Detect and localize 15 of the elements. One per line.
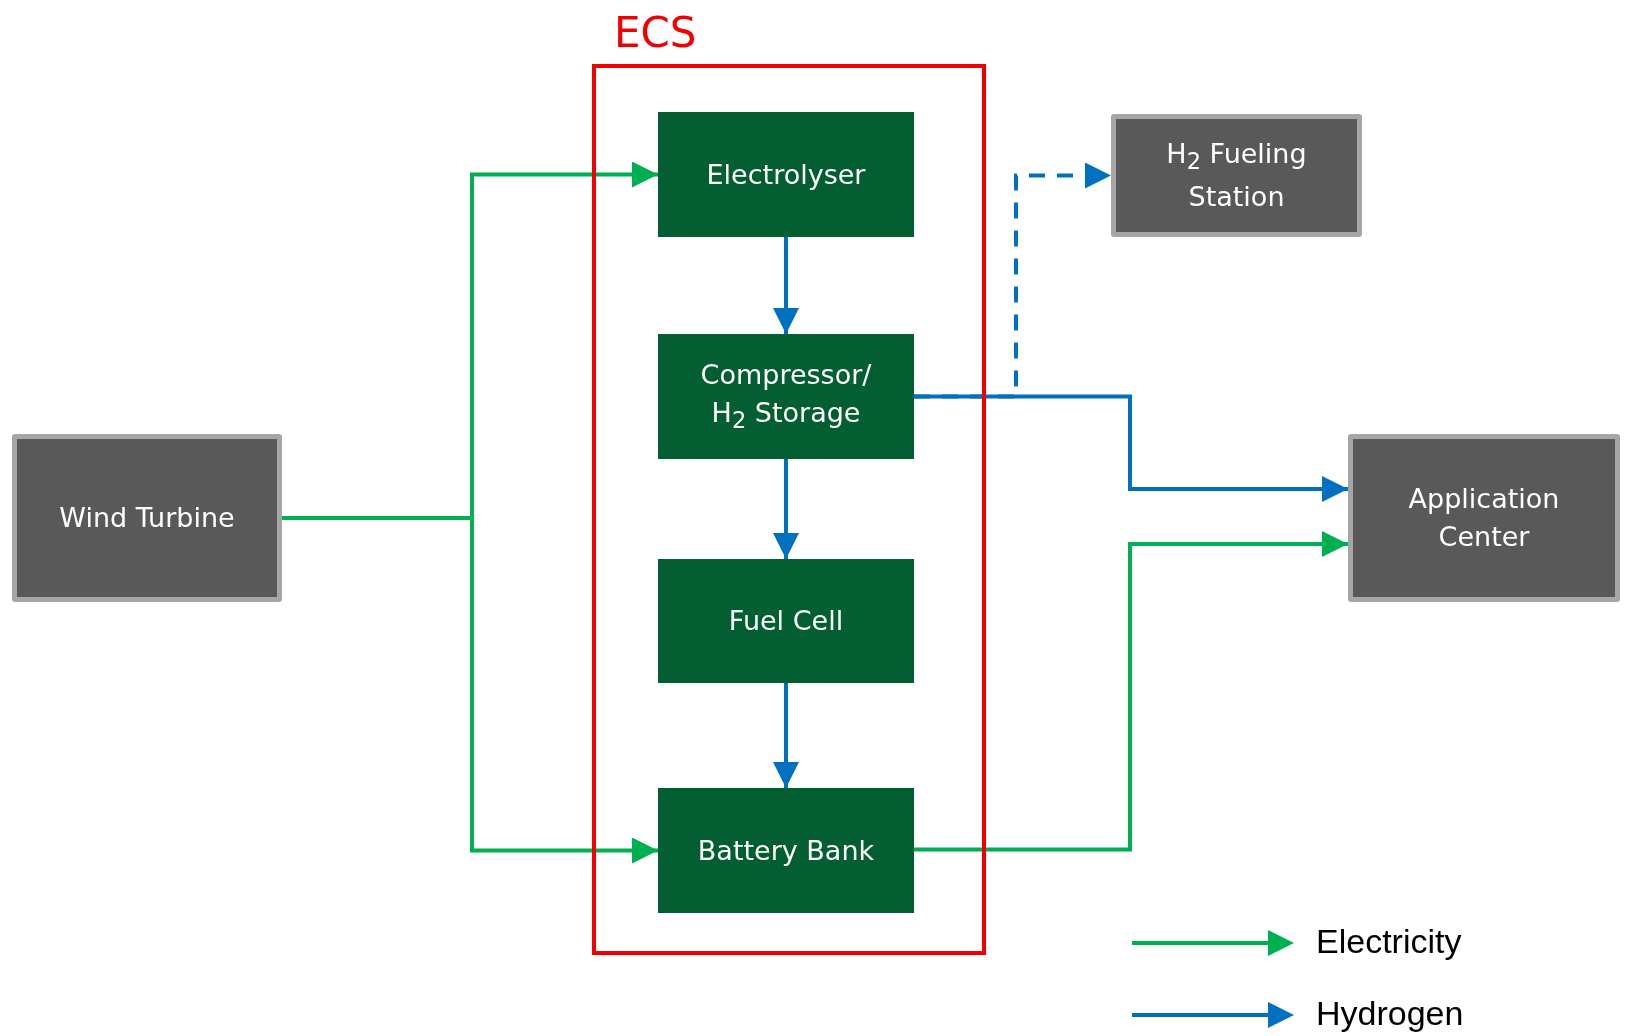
arrow bbox=[914, 394, 1348, 502]
component-box: Electrolyser bbox=[658, 112, 914, 237]
external-box: Wind Turbine bbox=[12, 434, 282, 602]
arrow bbox=[773, 459, 799, 559]
arrow bbox=[914, 531, 1348, 852]
component-box: Battery Bank bbox=[658, 788, 914, 913]
legend-label: Electricity bbox=[1316, 921, 1462, 961]
external-box: H$_{2}$ Fueling Station bbox=[1111, 114, 1362, 237]
external-box: Application Center bbox=[1348, 434, 1620, 602]
arrow bbox=[773, 237, 799, 334]
component-box: Compressor/ H$_{2}$ Storage bbox=[658, 334, 914, 459]
legend-label: Hydrogen bbox=[1316, 993, 1464, 1033]
arrow bbox=[773, 683, 799, 788]
component-box: Fuel Cell bbox=[658, 559, 914, 683]
group-title: ECS bbox=[614, 8, 697, 58]
